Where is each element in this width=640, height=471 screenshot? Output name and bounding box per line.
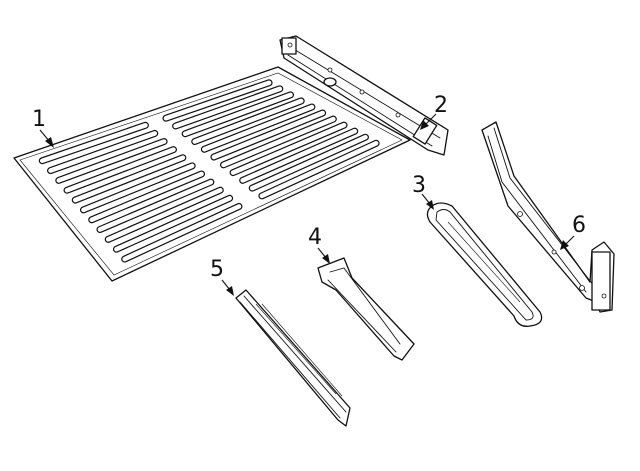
floor-rib-inner [230,122,347,175]
callout-4: 4 [308,225,330,264]
callout-label-6: 6 [572,213,586,238]
floor-rib-inner [72,155,186,203]
floor-rib-inner [259,140,379,199]
callout-label-3: 3 [412,173,426,198]
floor-rib-inner [40,123,148,164]
floor-rib-inner [114,196,232,252]
floor-rib-inner [81,163,195,213]
floor-rib-inner [97,179,214,232]
floor-rib-inner [56,139,167,183]
callout-6: 6 [560,213,586,250]
crossmember-3 [426,202,543,327]
callout-label-5: 5 [210,257,224,282]
floor-rib-inner [64,147,176,193]
rear-rail [481,121,615,313]
floor-ribs [38,79,380,263]
callout-label-2: 2 [434,93,448,118]
callout-label-1: 1 [32,107,46,132]
crossmember-4 [317,257,415,361]
floor-rib-inner [163,80,272,121]
callout-3: 3 [412,173,434,210]
callout-label-4: 4 [308,225,322,250]
front-crossmember [279,35,449,156]
callout-5: 5 [210,257,234,296]
floor-rib-inner [192,98,304,144]
floor-rib-inner [202,104,315,152]
floor-rib-inner [48,131,158,173]
floor-rib-inner [173,86,283,129]
floor-rib-inner [122,204,242,262]
floor-rib-inner [105,187,223,242]
floor-rib-inner [89,171,204,223]
callout-2: 2 [420,93,448,130]
floor-rib-inner [240,128,358,183]
floor-panel [13,66,411,282]
floor-rib-inner [221,116,336,168]
floor-rib-inner [211,110,325,160]
callout-1: 1 [32,107,54,148]
side-sill [235,289,351,427]
floor-rib-inner [182,92,293,137]
floor-rib-inner [249,134,368,191]
